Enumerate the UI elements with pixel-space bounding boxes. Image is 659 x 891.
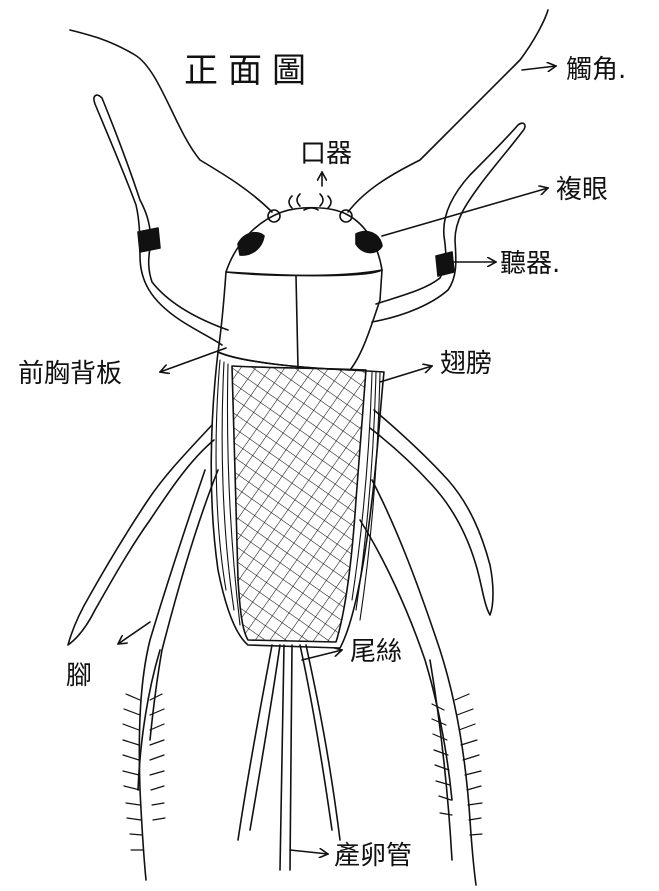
antenna-leader: [522, 66, 556, 70]
label-mouthparts: 口器: [300, 139, 352, 169]
label-ovipositor: 產卵管: [334, 841, 412, 871]
label-wings: 翅膀: [440, 349, 492, 379]
right-compound-eye: [356, 232, 382, 253]
wings-leader: [380, 366, 432, 382]
right-front-leg: [372, 123, 525, 322]
label-pronotum: 前胸背板: [18, 359, 122, 389]
left-hind-leg-spines: [123, 694, 165, 850]
left-hearing-organ: [138, 228, 160, 252]
pronotum-midline: [296, 276, 298, 368]
left-compound-eye: [238, 233, 264, 255]
right-hind-leg-tibia: [372, 480, 476, 885]
right-antenna: [348, 10, 548, 212]
left-front-leg: [94, 95, 228, 345]
leg-leader: [118, 622, 150, 644]
pronotum: [218, 270, 382, 370]
diagram-title: 正面圖: [184, 51, 316, 91]
left-hind-leg-outer: [138, 650, 160, 790]
label-antenna: 觸角.: [566, 55, 626, 85]
right-cercus: [300, 645, 340, 840]
wing-body-hatched: [232, 366, 366, 642]
label-compound-eye: 複眼: [556, 175, 608, 205]
ovipositor: [280, 645, 292, 870]
ovipositor-leader: [290, 850, 328, 854]
left-cercus: [238, 645, 280, 840]
label-hearing-organ: 聽器.: [500, 249, 560, 279]
label-leg: 腳: [66, 661, 92, 691]
label-cerci: 尾絲: [350, 637, 402, 667]
right-hearing-organ: [436, 252, 454, 276]
left-middle-leg: [68, 425, 214, 645]
compound-eye-leader: [382, 188, 548, 236]
